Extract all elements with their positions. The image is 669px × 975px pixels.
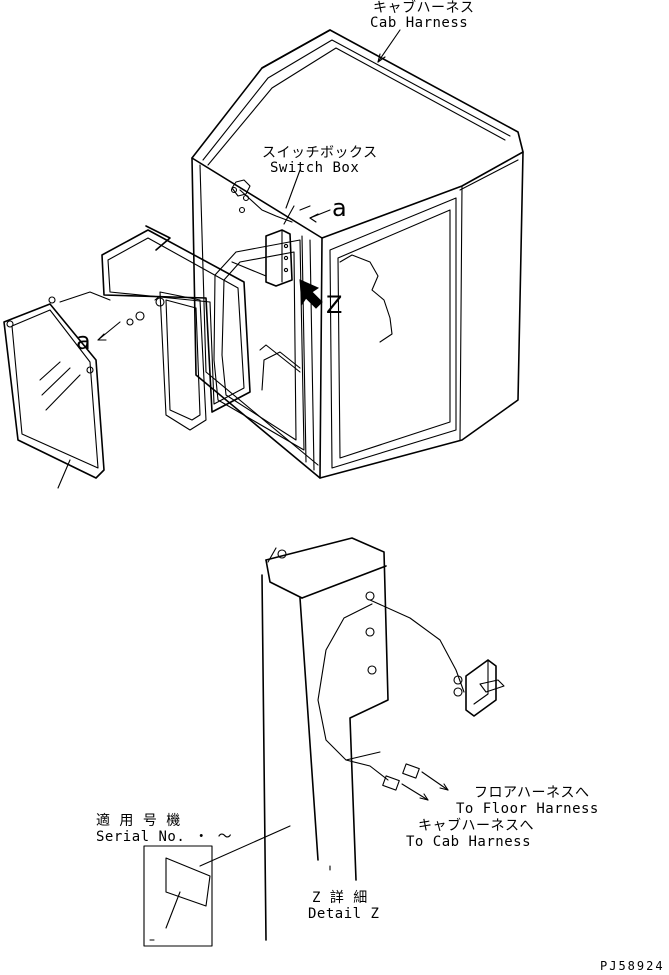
- switch-box-label-en: Switch Box: [270, 160, 360, 176]
- drawing-number: PJ58924: [600, 959, 665, 973]
- cab-harness-to-label-en: To Cab Harness: [406, 834, 532, 850]
- floor-harness-label-jp: フロアハーネスへ: [474, 785, 590, 801]
- marker-z: Z: [326, 291, 343, 319]
- cab-harness-label-jp: キャブハーネス: [373, 0, 475, 16]
- window-guard: [97, 225, 251, 431]
- marker-a-top: a: [332, 194, 348, 222]
- serial-no-label-jp: 適 用 号 機: [96, 813, 181, 829]
- serial-no-box: [143, 845, 213, 947]
- switch-box-label-jp: スイッチボックス: [262, 145, 378, 161]
- detail-z-label-en: Detail Z: [308, 906, 380, 922]
- glass-panel: [3, 291, 111, 489]
- cab-body: [191, 29, 524, 479]
- serial-no-label-en: Serial No. ・ ～: [96, 829, 233, 845]
- marker-a-left: a: [76, 327, 92, 355]
- cab-harness-label-en: Cab Harness: [370, 15, 469, 31]
- cab-harness-to-label-jp: キャブハーネスへ: [418, 818, 534, 834]
- floor-harness-label-en: To Floor Harness: [456, 801, 599, 817]
- view-direction-arrow: [299, 279, 323, 309]
- detail-z-pillar: [199, 537, 505, 941]
- detail-z-label-jp: Z 詳 細: [312, 890, 368, 906]
